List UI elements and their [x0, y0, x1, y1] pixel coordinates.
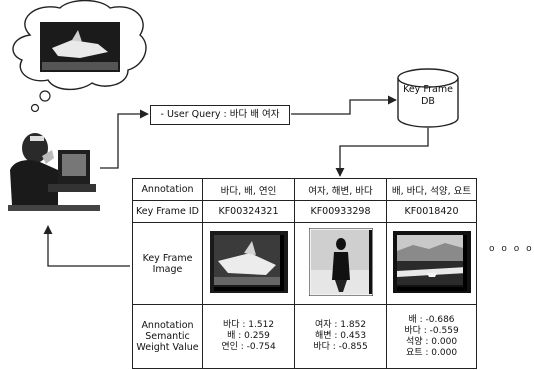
weight-entry: 연인 : -0.754 [221, 342, 276, 352]
weight-entry: 요트 : 0.000 [405, 347, 458, 358]
weight-value: 0.453 [340, 331, 367, 341]
arrow-user-to-query [100, 109, 149, 169]
weight-value: 0.000 [431, 336, 458, 347]
arrow-table-to-user [43, 225, 130, 267]
more-results-marker: o o o o [489, 244, 534, 254]
arrow-query-to-db [291, 95, 397, 115]
cell-weights-3: 배 : -0.686 바다 : -0.559 석양 : 0.000 요트 : 0… [386, 304, 477, 369]
cell-weights-2: 여자 : 1.852 해변 : 0.453 바다 : -0.855 [294, 304, 387, 369]
weight-value: 0.259 [244, 331, 270, 341]
weight-value: -0.855 [338, 342, 368, 352]
db-label-line2: DB [421, 96, 435, 107]
weight-term: 요트 [405, 347, 423, 358]
weight-entry: 배 : -0.686 [408, 314, 455, 325]
weight-term: 연인 [221, 342, 238, 352]
weight-label-line2: Semantic [145, 331, 190, 342]
cell-image-2 [294, 222, 387, 305]
cell-id-2: KF00933298 [294, 200, 387, 223]
arrow-db-to-table [335, 128, 429, 177]
weight-entry: 바다 : 1.512 [222, 320, 275, 330]
table-row-key-frame-id: Key Frame ID KF00324321 KF00933298 KF001… [132, 200, 477, 223]
weight-term: 배 [227, 331, 236, 341]
weight-value: 0.000 [431, 347, 458, 358]
weight-entry: 바다 : -0.559 [404, 325, 459, 336]
row-label-weight-value: Annotation Semantic Weight Value [132, 304, 203, 369]
cell-id-3: KF0018420 [386, 200, 477, 223]
weight-term: 여자 [314, 320, 332, 330]
key-frame-db-icon [397, 68, 459, 128]
user-at-computer-illustration [8, 133, 100, 211]
image-label-line2: Image [152, 263, 183, 275]
weight-term: 바다 [404, 325, 421, 336]
key-frame-db-label: Key Frame DB [398, 84, 458, 108]
weight-value: -0.686 [425, 314, 455, 325]
table-row-annotation: Annotation 바다, 배, 연인 여자, 해변, 바다 배, 바다, 석… [132, 178, 477, 201]
weight-label-line3: Weight Value [136, 342, 199, 353]
weight-term: 배 [408, 314, 417, 325]
user-query-box: - User Query : 바다 배 여자 [150, 105, 290, 125]
cell-image-3 [386, 222, 477, 305]
table-row-key-frame-image: Key Frame Image [132, 222, 477, 305]
weight-term: 바다 [313, 342, 330, 352]
cell-annotation-2: 여자, 해변, 바다 [294, 178, 387, 201]
row-label-key-frame-image: Key Frame Image [132, 222, 203, 305]
weight-entry: 여자 : 1.852 [314, 320, 367, 330]
row-label-annotation: Annotation [132, 178, 203, 201]
weight-value: -0.559 [429, 325, 459, 336]
weight-value: 1.852 [340, 320, 367, 330]
cell-annotation-1: 바다, 배, 연인 [202, 178, 295, 201]
cell-id-1: KF00324321 [202, 200, 295, 223]
weight-entry: 배 : 0.259 [227, 331, 270, 341]
cell-weights-1: 바다 : 1.512 배 : 0.259 연인 : -0.754 [202, 304, 295, 369]
row-label-key-frame-id: Key Frame ID [132, 200, 203, 223]
weight-term: 해변 [314, 331, 332, 341]
image-label-line1: Key Frame [142, 252, 193, 264]
weight-term: 바다 [222, 320, 240, 330]
key-frame-results-table: Annotation 바다, 배, 연인 여자, 해변, 바다 배, 바다, 석… [132, 178, 477, 369]
db-label-line1: Key Frame [403, 84, 453, 95]
weight-value: -0.754 [246, 342, 276, 352]
weight-term: 석양 [405, 336, 423, 347]
weight-value: 1.512 [248, 320, 275, 330]
weight-entry: 바다 : -0.855 [313, 342, 368, 352]
flow-arrows [43, 95, 429, 267]
weight-label-line1: Annotation [141, 320, 194, 331]
imagined-scene-image [40, 22, 120, 72]
cell-annotation-3: 배, 바다, 석양, 요트 [386, 178, 477, 201]
weight-entry: 석양 : 0.000 [405, 336, 458, 347]
weight-entry: 해변 : 0.453 [314, 331, 367, 341]
cell-image-1 [202, 222, 295, 305]
key-frame-image-sunset-yacht [392, 231, 471, 293]
key-frame-image-woman-beach [308, 227, 373, 297]
key-frame-image-boat-couple [209, 231, 288, 293]
table-row-weight-values: Annotation Semantic Weight Value 바다 : 1.… [132, 304, 477, 369]
